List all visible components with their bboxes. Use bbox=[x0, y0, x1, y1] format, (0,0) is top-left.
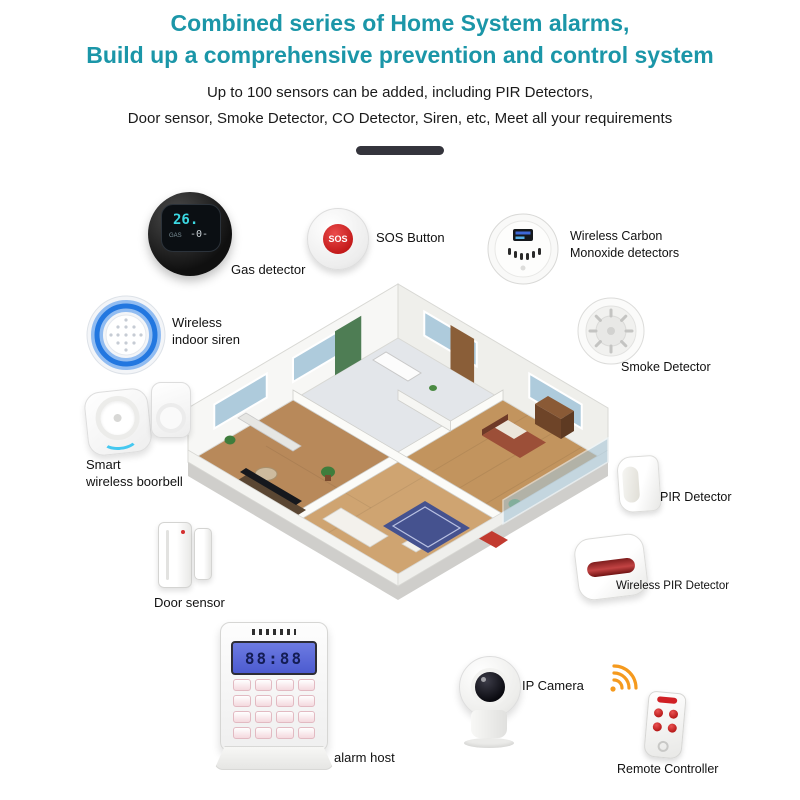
alarm-host-lcd: 88:88 bbox=[231, 641, 317, 675]
remote-controller-image bbox=[643, 690, 687, 760]
alarm-host-stand bbox=[214, 746, 334, 770]
smoke-detector-label: Smoke Detector bbox=[621, 360, 711, 374]
floor-plan-illustration bbox=[178, 268, 618, 608]
indoor-siren-image bbox=[85, 294, 167, 381]
page-title-line-2: Build up a comprehensive prevention and … bbox=[86, 42, 714, 68]
door-sensor-magnet-image bbox=[194, 528, 212, 580]
gas-detector-image: 26. -0- GAS bbox=[148, 192, 232, 276]
alarm-host-lcd-text: 88:88 bbox=[244, 648, 304, 668]
sos-button-face: SOS bbox=[323, 224, 353, 254]
wireless-pir-lens bbox=[586, 557, 636, 578]
alarm-host-image: 88:88 bbox=[214, 622, 334, 770]
pir-detector-label: PIR Detector bbox=[660, 490, 732, 504]
co-detector-image bbox=[486, 212, 560, 291]
remote-buttons bbox=[652, 708, 679, 734]
ip-camera-base bbox=[464, 738, 514, 748]
gas-detector-gas-tag: GAS bbox=[169, 233, 182, 239]
ip-camera-label: IP Camera bbox=[522, 678, 584, 693]
remote-controller-label: Remote Controller bbox=[617, 762, 719, 776]
doorbell-chime-image bbox=[82, 386, 154, 458]
subtitle-line-2: Door sensor, Smoke Detector, CO Detector… bbox=[127, 110, 673, 127]
smoke-detector-image bbox=[576, 296, 646, 371]
page-title-line-1: Combined series of Home System alarms, bbox=[170, 10, 630, 36]
subtitle-line-1: Up to 100 sensors can be added, includin… bbox=[206, 84, 594, 101]
wireless-pir-label: Wireless PIR Detector bbox=[616, 580, 730, 592]
co-detector-label: Wireless Carbon Monoxide detectors bbox=[570, 229, 680, 260]
wifi-signal-icon bbox=[610, 664, 638, 692]
divider-bar bbox=[356, 146, 444, 155]
pir-detector-lens bbox=[621, 466, 641, 504]
gas-detector-subreading: -0- bbox=[189, 229, 208, 240]
alarm-host-keypad bbox=[233, 679, 315, 739]
doorbell-push-button bbox=[156, 403, 186, 433]
doorbell-button-image bbox=[151, 382, 191, 438]
gas-detector-screen: 26. -0- GAS bbox=[161, 204, 221, 252]
pir-detector-image bbox=[616, 454, 662, 514]
sos-button-label: SOS Button bbox=[376, 230, 445, 245]
gas-detector-label: Gas detector bbox=[231, 262, 306, 277]
indoor-siren-label: Wireless indoor siren bbox=[172, 315, 240, 347]
ip-camera-image bbox=[452, 656, 526, 748]
sos-button-text: SOS bbox=[328, 234, 348, 244]
floor-plan-svg bbox=[187, 283, 609, 600]
ip-camera-head bbox=[459, 656, 521, 718]
remote-lanyard-hole bbox=[657, 740, 670, 753]
door-sensor-label: Door sensor bbox=[154, 595, 225, 610]
door-sensor-main-image bbox=[158, 522, 192, 588]
alarm-host-speaker-grill bbox=[252, 629, 296, 635]
remote-led-bar bbox=[656, 696, 678, 704]
alarm-host-label: alarm host bbox=[334, 750, 395, 765]
ip-camera-body bbox=[471, 710, 507, 738]
gas-detector-reading: 26. bbox=[173, 212, 199, 228]
doorbell-label: Smart wireless boorbell bbox=[86, 457, 183, 489]
ip-camera-lens bbox=[471, 668, 509, 706]
alarm-host-body: 88:88 bbox=[220, 622, 328, 752]
sos-button-image: SOS bbox=[307, 208, 369, 270]
